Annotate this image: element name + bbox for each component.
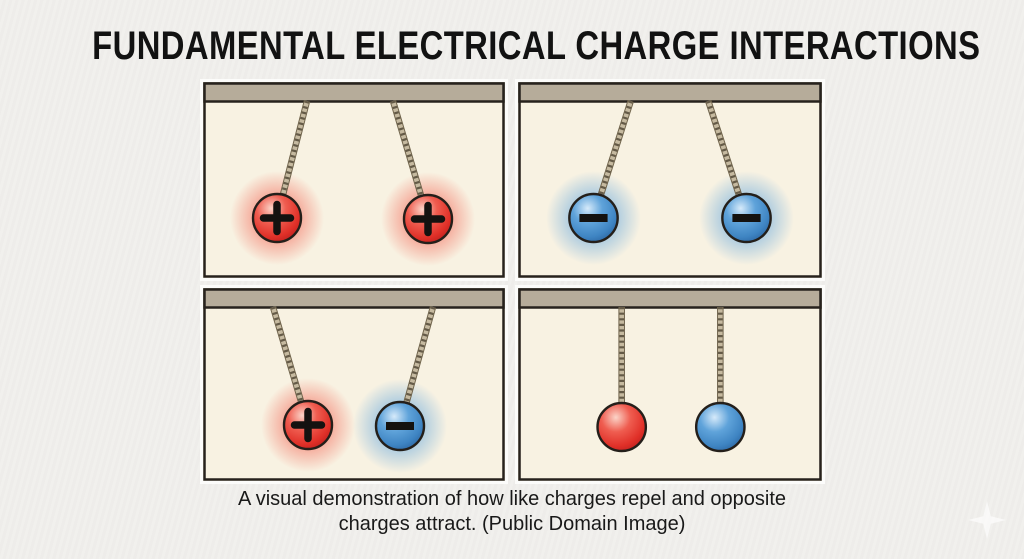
blue-ball xyxy=(694,401,746,453)
panel-uncharged-hang-straight xyxy=(518,288,822,481)
plus-symbol-icon xyxy=(259,200,295,236)
plus-symbol-icon xyxy=(290,407,326,443)
panel-negative-negative-repel xyxy=(518,82,822,278)
panel-frame xyxy=(518,288,822,481)
ceiling-bar xyxy=(203,82,505,103)
panel-positive-negative-attract xyxy=(203,288,505,481)
ceiling-bar xyxy=(518,288,822,309)
panel-frame xyxy=(203,288,505,481)
plus-symbol-icon xyxy=(410,201,446,237)
red-ball xyxy=(596,401,648,453)
ceiling-bar xyxy=(203,288,505,309)
panel-positive-positive-repel xyxy=(203,82,505,278)
caption-line-2: charges attract. (Public Domain Image) xyxy=(338,513,686,535)
caption-line-1: A visual demonstration of how like charg… xyxy=(237,488,787,510)
caption: A visual demonstration of how like charg… xyxy=(0,487,1024,537)
ceiling-bar xyxy=(518,82,822,103)
page-title: FUNDAMENTAL ELECTRICAL CHARGE INTERACTIO… xyxy=(92,24,981,68)
panel-grid xyxy=(203,82,822,481)
